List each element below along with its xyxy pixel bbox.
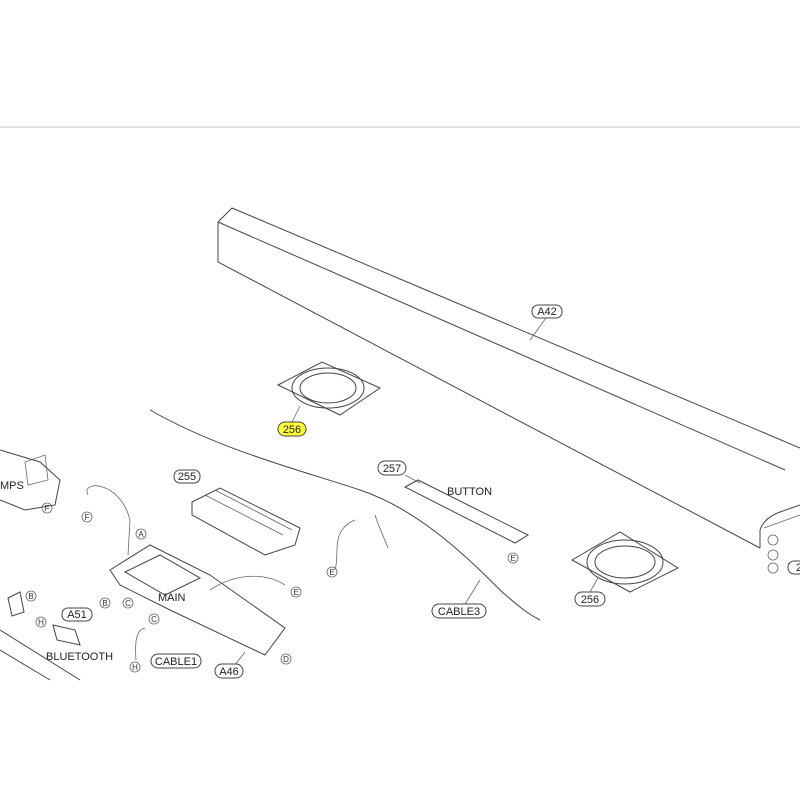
label-partial: 2 <box>796 562 800 574</box>
label-a51: A51 <box>67 609 87 621</box>
label-mps: MPS <box>0 480 24 492</box>
main-board-a46: MAIN A46 F A B C E D E <box>81 485 338 679</box>
holder-255: 255 <box>173 469 301 556</box>
connector-e2: E <box>329 568 334 577</box>
label-button: BUTTON <box>447 486 492 498</box>
mps-board: MPS F <box>0 449 61 514</box>
label-a46: A46 <box>219 666 239 678</box>
label-256-top: 256 <box>283 424 301 436</box>
speaker-256-bottom: 256 <box>570 531 680 607</box>
connector-e3: E <box>510 554 515 563</box>
cable1: C H CABLE1 <box>129 613 202 673</box>
speaker-256-top: 256 <box>276 361 382 437</box>
label-cable1: CABLE1 <box>155 656 197 668</box>
label-bluetooth: BLUETOOTH <box>46 651 113 663</box>
connector-h1: H <box>38 618 44 627</box>
connector-c1: C <box>125 599 131 608</box>
label-main: MAIN <box>158 592 186 604</box>
button-board-257: 257 BUTTON E <box>377 460 530 564</box>
cabinet-a42: A42 2 <box>217 207 800 575</box>
connector-a: A <box>138 530 144 539</box>
connector-e1: E <box>293 588 298 597</box>
connector-f2: F <box>85 513 90 522</box>
cable3: CABLE3 <box>149 409 541 621</box>
connector-c2: C <box>151 615 157 624</box>
connector-h2: H <box>132 663 138 672</box>
label-257: 257 <box>383 463 401 475</box>
connector-b2: B <box>28 592 33 601</box>
connector-d: D <box>283 655 289 664</box>
connector-f1: F <box>45 504 50 513</box>
label-cable3: CABLE3 <box>438 606 480 618</box>
bluetooth-board-a51: B A51 H BLUETOOTH <box>0 590 113 681</box>
label-a42: A42 <box>537 306 557 318</box>
label-255: 255 <box>178 471 196 483</box>
connector-b1: B <box>102 599 107 608</box>
label-256-bottom: 256 <box>581 594 599 606</box>
highlight-256 <box>277 421 307 437</box>
